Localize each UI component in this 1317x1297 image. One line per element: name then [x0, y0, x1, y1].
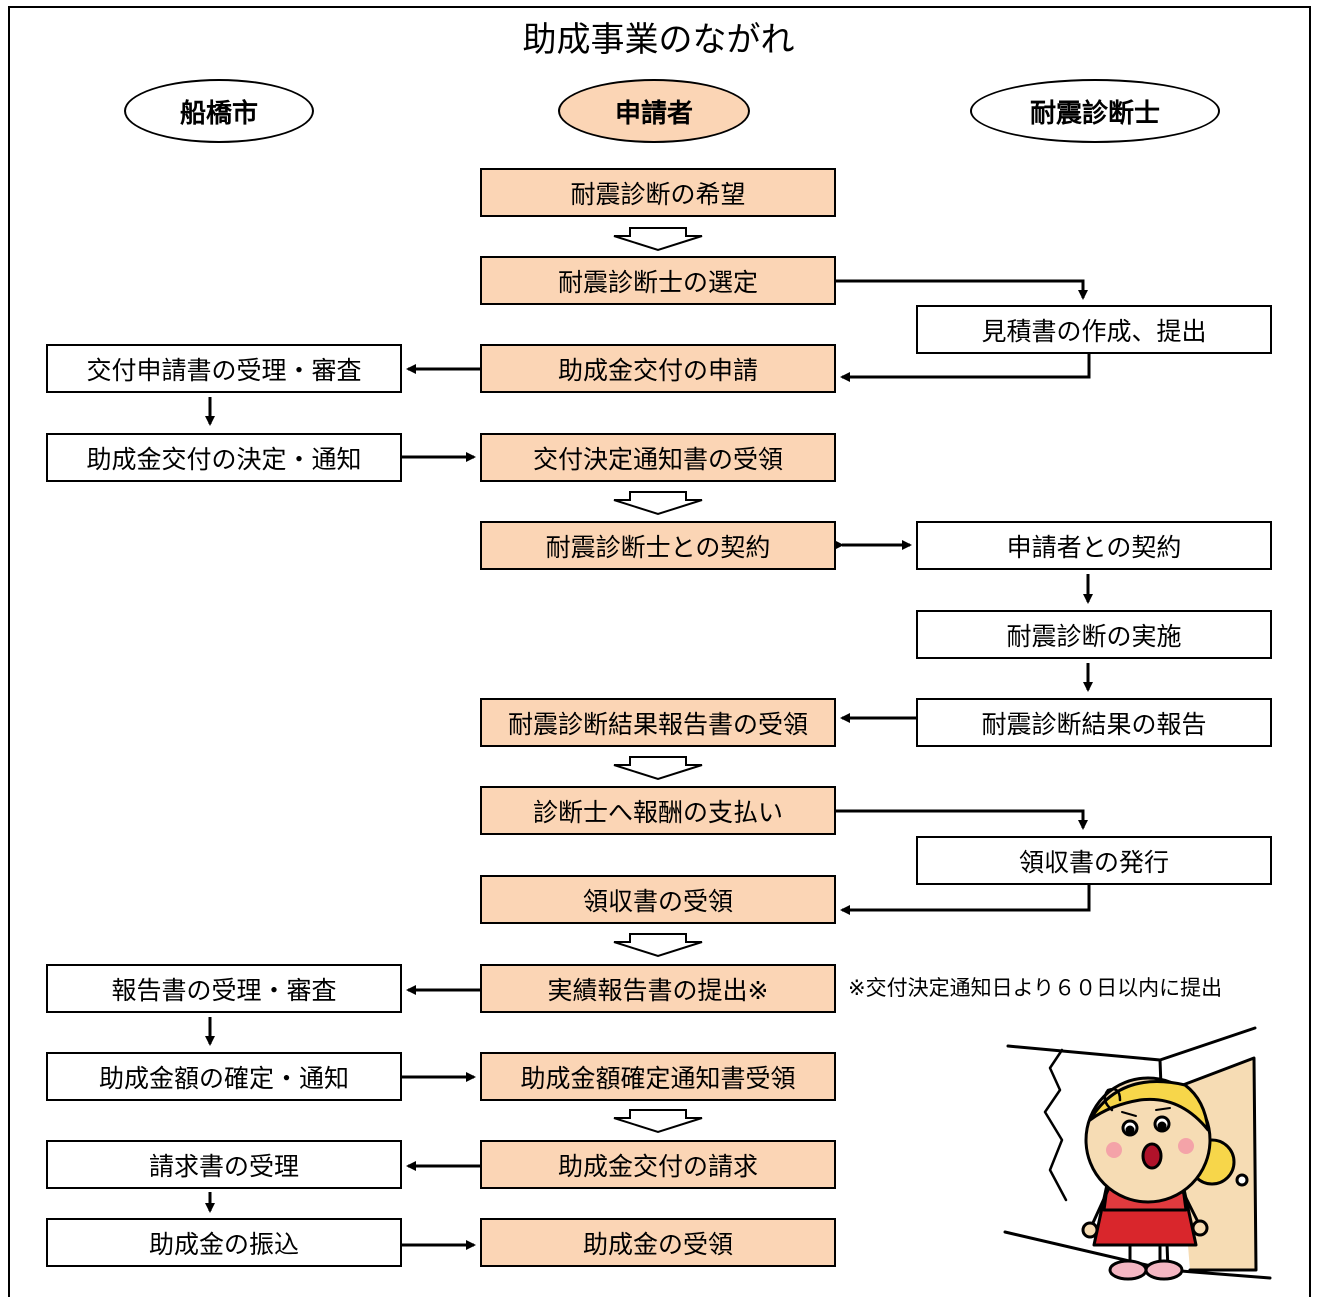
applicant-step-7: 診断士へ報酬の支払い [480, 786, 836, 835]
hollow-arrow-5 [613, 1109, 703, 1133]
applicant-step-9: 実績報告書の提出※ [480, 964, 836, 1013]
arrow-estimate-to-application [840, 354, 1091, 382]
city-step-2: 助成金交付の決定・通知 [46, 433, 402, 482]
hollow-arrow-2 [613, 491, 703, 515]
diagnostician-step-3: 耐震診断の実施 [916, 610, 1272, 659]
applicant-step-10: 助成金額確定通知書受領 [480, 1052, 836, 1101]
applicant-step-3: 助成金交付の申請 [480, 344, 836, 393]
city-step-3: 報告書の受理・審査 [46, 964, 402, 1013]
arrow-payment-to-receipt [836, 809, 1088, 830]
outer-frame [8, 6, 1311, 1297]
applicant-step-8: 領収書の受領 [480, 875, 836, 924]
applicant-step-12: 助成金の受領 [480, 1218, 836, 1267]
applicant-step-1: 耐震診断の希望 [480, 168, 836, 217]
applicant-step-2: 耐震診断士の選定 [480, 256, 836, 305]
city-step-5: 請求書の受理 [46, 1140, 402, 1189]
arrow-select-to-estimate [836, 279, 1088, 300]
diagnostician-step-4: 耐震診断結果の報告 [916, 698, 1272, 747]
column-header-diagnostician: 耐震診断士 [970, 79, 1220, 143]
hollow-arrow-1 [613, 227, 703, 251]
hollow-arrow-4 [613, 933, 703, 957]
arrow-receipt-to-applicant [840, 885, 1091, 915]
applicant-step-6: 耐震診断結果報告書の受領 [480, 698, 836, 747]
worried-girl-illustration [1003, 1026, 1272, 1281]
city-step-4: 助成金額の確定・通知 [46, 1052, 402, 1101]
column-header-city: 船橋市 [124, 79, 314, 143]
diagram-title: 助成事業のながれ [522, 20, 795, 60]
diagnostician-step-5: 領収書の発行 [916, 836, 1272, 885]
city-step-6: 助成金の振込 [46, 1218, 402, 1267]
applicant-step-4: 交付決定通知書の受領 [480, 433, 836, 482]
applicant-step-5: 耐震診断士との契約 [480, 521, 836, 570]
column-header-applicant: 申請者 [558, 79, 750, 143]
city-step-1: 交付申請書の受理・審査 [46, 344, 402, 393]
deadline-note: ※交付決定通知日より６０日以内に提出 [848, 976, 1223, 1000]
hollow-arrow-3 [613, 756, 703, 780]
diagnostician-step-1: 見積書の作成、提出 [916, 305, 1272, 354]
applicant-step-11: 助成金交付の請求 [480, 1140, 836, 1189]
diagnostician-step-2: 申請者との契約 [916, 521, 1272, 570]
